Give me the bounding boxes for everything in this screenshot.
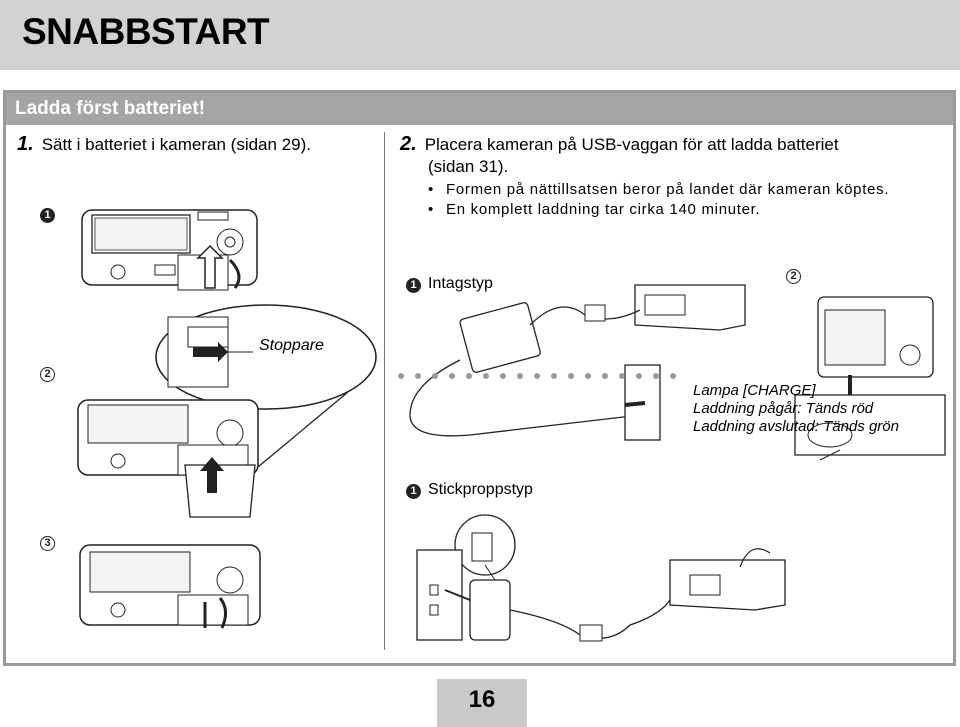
step2-bullets: Formen på nättillsatsen beror på landet … [428,180,889,220]
camera-insert-battery-illustration [77,399,259,518]
stopper-label: Stoppare [259,337,324,354]
bullet-item: Formen på nättillsatsen beror på landet … [428,180,889,200]
camera-num: 2 [786,269,801,284]
step1-heading: 1. Sätt i batteriet i kameran (sidan 29). [17,134,311,155]
callout-3: 3 [40,536,55,551]
plug-label: Stickproppstyp [428,481,533,498]
lamp-label: Lampa [CHARGE] [693,382,816,399]
page-title: SNABBSTART [22,11,270,52]
intake-label: Intagstyp [428,275,493,292]
intake-num: 1 [406,278,421,293]
charging-text: Laddning pågår: Tänds röd [693,400,874,417]
step1-text: Sätt i batteriet i kameran (sidan 29). [41,135,311,154]
bullet-item: En komplett laddning tar cirka 140 minut… [428,200,889,220]
camera-battery-door-illustration [81,209,258,291]
section-header-bar: Ladda först batteriet! [6,93,953,125]
plug-num: 1 [406,484,421,499]
callout-1: 1 [40,208,55,223]
step2-number: 2. [400,133,417,155]
column-divider [384,132,385,650]
plug-type-setup-illustration [416,514,786,642]
step2-heading: 2. Placera kameran på USB-vaggan för att … [400,134,839,155]
page-number-box: 16 [437,679,527,727]
page-number: 16 [468,686,496,713]
step2-text-line2: (sidan 31). [428,157,509,176]
section-header: Ladda först batteriet! [15,98,206,119]
step2-text-line1: Placera kameran på USB-vaggan för att la… [424,135,839,154]
charged-text: Laddning avslutad: Tänds grön [693,418,899,435]
step1-number: 1. [17,133,34,155]
lamp-info: Lampa [CHARGE] Laddning pågår: Tänds röd… [693,382,899,436]
footer-line [0,696,437,697]
title-bar: SNABBSTART [0,0,960,70]
intake-type-setup-illustration [409,284,946,461]
camera-close-door-illustration [79,544,261,629]
stopper-callout [155,304,377,468]
callout-2: 2 [40,367,55,382]
dotted-separator [398,373,676,379]
